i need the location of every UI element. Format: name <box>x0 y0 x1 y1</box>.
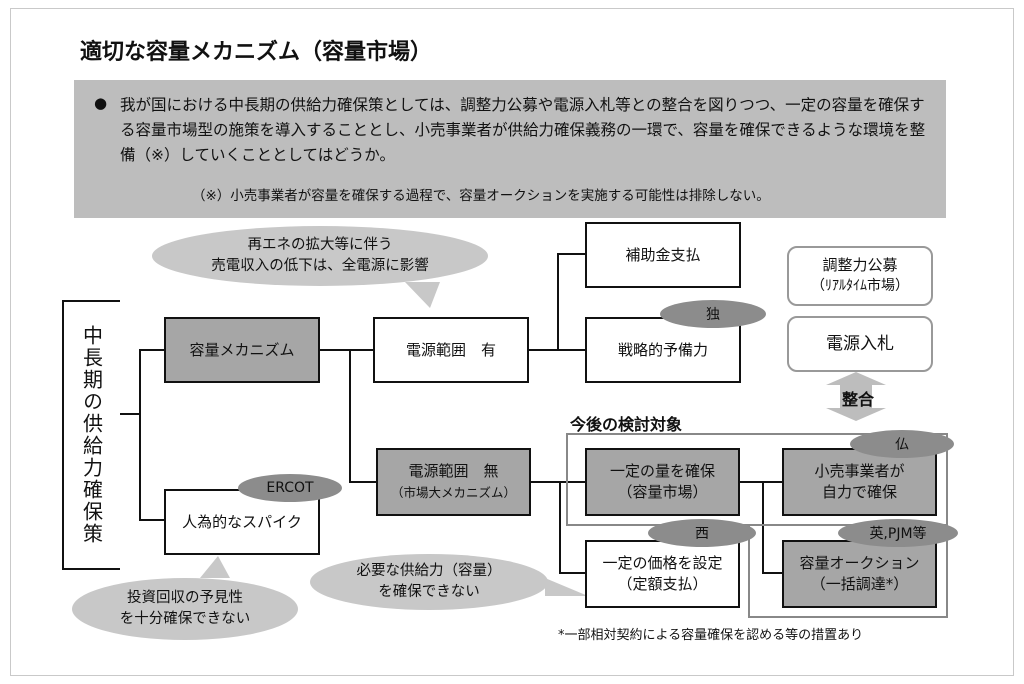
connector <box>557 253 585 255</box>
bubble-investment-line2: を十分確保できない <box>119 611 251 627</box>
connector <box>139 349 164 351</box>
bubble-supply-line2: を確保できない <box>378 584 480 600</box>
range-yes-box: 電源範囲 有 <box>373 317 529 383</box>
bullet-icon: ● <box>94 94 108 112</box>
balancing-tender-line1: 調整力公募 <box>822 256 898 274</box>
page-title: 適切な容量メカニズム（容量市場） <box>80 40 433 65</box>
bubble-supply-line1: 必要な供給力（容量） <box>356 563 502 579</box>
root-box: 中長期の供給力確保策 <box>62 300 120 570</box>
connector <box>559 481 561 574</box>
connector <box>139 519 164 521</box>
connector <box>557 349 585 351</box>
connector <box>349 481 377 483</box>
capacity-mechanism-box: 容量メカニズム <box>164 317 320 383</box>
tag-ercot: ERCOT <box>238 474 342 502</box>
connector <box>762 572 782 574</box>
power-bid-box: 電源入札 <box>787 316 933 372</box>
connector <box>559 572 585 574</box>
summary-panel: ● 我が国における中長期の供給力確保策としては、調整力公募や電源入札等との整合を… <box>74 80 946 218</box>
connector <box>762 481 782 483</box>
summary-note: （※）小売事業者が容量を確保する過程で、容量オークションを実施する可能性は排除し… <box>192 188 770 204</box>
fixed-amount-line2: （容量市場） <box>617 483 708 501</box>
range-no-line2: （市場大メカニズム） <box>390 485 516 500</box>
fixed-price-line2: （定額支払） <box>617 575 708 593</box>
bubble-renewable-line1: 再エネの拡大等に伴う <box>247 237 393 253</box>
connector <box>739 481 763 483</box>
bubble-investment-line1: 投資回収の予見性 <box>127 590 243 606</box>
capacity-auction-box: 容量オークション （一括調達*） <box>782 540 937 608</box>
tag-spain: 西 <box>648 519 756 547</box>
fixed-amount-box: 一定の量を確保 （容量市場） <box>585 448 740 516</box>
integration-arrow <box>826 372 886 421</box>
range-no-box: 電源範囲 無 （市場大メカニズム） <box>376 448 531 516</box>
retailer-self-line1: 小売事業者が <box>814 462 905 480</box>
integration-label: 整合 <box>842 390 875 409</box>
bubble-renewable-line2: 売電収入の低下は、全電源に影響 <box>211 258 429 274</box>
bubble-supply: 必要な供給力（容量） を確保できない <box>310 554 548 610</box>
connector <box>320 349 350 351</box>
bubble-renewable: 再エネの拡大等に伴う売電収入の低下は、全電源に影響 <box>152 226 488 286</box>
connector <box>349 349 351 482</box>
connector <box>349 349 373 351</box>
bubble-tail-supply <box>545 578 588 596</box>
strategic-reserve-box: 戦略的予備力 <box>585 317 741 383</box>
capacity-auction-line1: 容量オークション <box>799 554 920 572</box>
fixed-price-line1: 一定の価格を設定 <box>602 554 723 572</box>
auction-frame <box>748 524 948 618</box>
connector <box>762 481 764 574</box>
fixed-price-box: 一定の価格を設定 （定額支払） <box>585 540 740 608</box>
summary-text: 我が国における中長期の供給力確保策としては、調整力公募や電源入札等との整合を図り… <box>120 96 926 164</box>
retailer-self-line2: 自力で確保 <box>821 483 897 501</box>
capacity-auction-line2: （一括調達*） <box>810 575 909 593</box>
connector <box>528 349 558 351</box>
connector <box>557 253 559 351</box>
bubble-tail-investment <box>200 556 230 578</box>
connector <box>530 481 560 483</box>
future-target-frame <box>566 433 948 526</box>
connector <box>559 481 585 483</box>
tag-germany: 独 <box>660 300 766 328</box>
balancing-tender-box: 調整力公募 （ﾘｱﾙﾀｲﾑ市場） <box>787 246 933 306</box>
retailer-self-box: 小売事業者が自力で確保 <box>782 448 937 516</box>
balancing-tender-line2: （ﾘｱﾙﾀｲﾑ市場） <box>811 278 909 294</box>
footnote: *一部相対契約による容量確保を認める等の措置あり <box>558 628 864 643</box>
connector <box>120 413 140 415</box>
bubble-tail-renewable <box>405 282 440 308</box>
tag-uk-pjm: 英,PJM等 <box>838 519 958 547</box>
future-target-label: 今後の検討対象 <box>570 415 683 434</box>
subsidy-box: 補助金支払 <box>585 222 741 288</box>
tag-france: 仏 <box>850 430 954 458</box>
fixed-amount-line1: 一定の量を確保 <box>609 462 715 480</box>
connector <box>139 349 141 520</box>
range-no-line1: 電源範囲 無 <box>408 462 499 480</box>
bubble-investment: 投資回収の予見性を十分確保できない <box>72 578 298 640</box>
